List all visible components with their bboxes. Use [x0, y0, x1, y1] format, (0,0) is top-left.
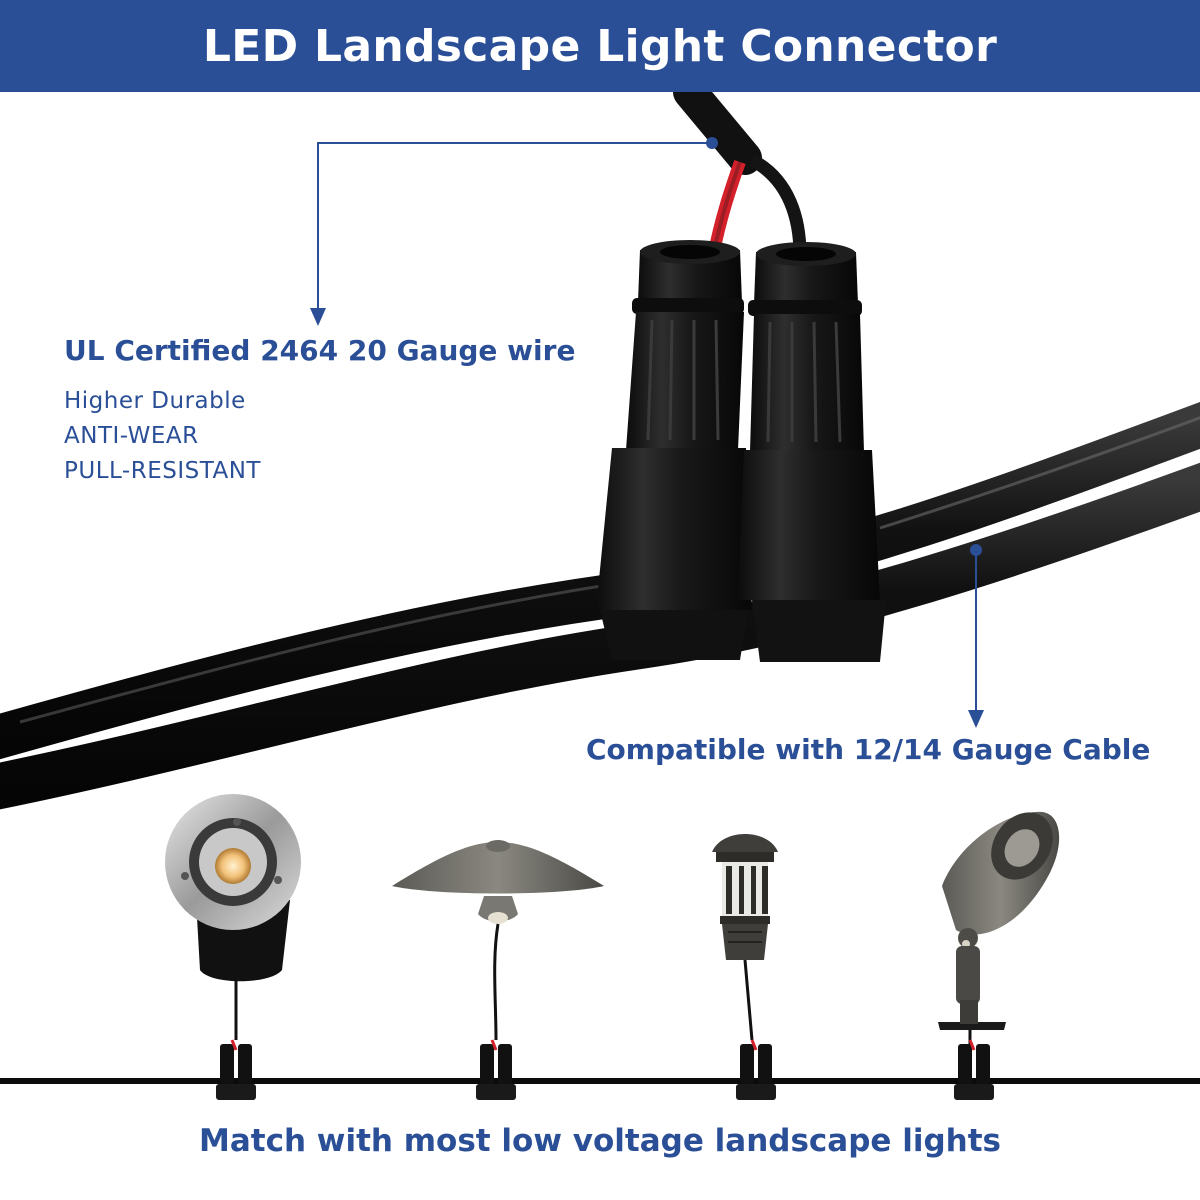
wire-leader-line: [310, 137, 718, 326]
page-title: LED Landscape Light Connector: [202, 20, 998, 72]
mini-connector-3: [736, 1039, 776, 1100]
in-ground-well-light-icon: [165, 794, 301, 1040]
wire-callout-heading: UL Certified 2464 20 Gauge wire: [64, 334, 576, 367]
feature-item: ANTI-WEAR: [64, 423, 199, 449]
mushroom-path-light-icon: [392, 840, 604, 1041]
feature-item: PULL-RESISTANT: [64, 458, 261, 484]
wire-feature-list: Higher Durable ANTI-WEAR PULL-RESISTANT: [64, 384, 261, 489]
mini-connector-2: [476, 1039, 516, 1100]
header-banner: LED Landscape Light Connector: [0, 0, 1200, 92]
lead-wire: [673, 75, 807, 264]
cable-callout-heading: Compatible with 12/14 Gauge Cable: [586, 733, 1151, 766]
lantern-path-light-icon: [712, 834, 778, 1041]
spotlight-icon: [938, 811, 1060, 1045]
left-connector: [596, 240, 752, 660]
cable-leader-line: [968, 544, 984, 728]
bottom-cable: [0, 1078, 1200, 1084]
right-connector: [738, 242, 886, 662]
footer-caption: Match with most low voltage landscape li…: [198, 1123, 1001, 1159]
mini-connector-4: [954, 1039, 994, 1100]
mini-connector-1: [216, 1039, 256, 1100]
feature-item: Higher Durable: [64, 388, 246, 414]
